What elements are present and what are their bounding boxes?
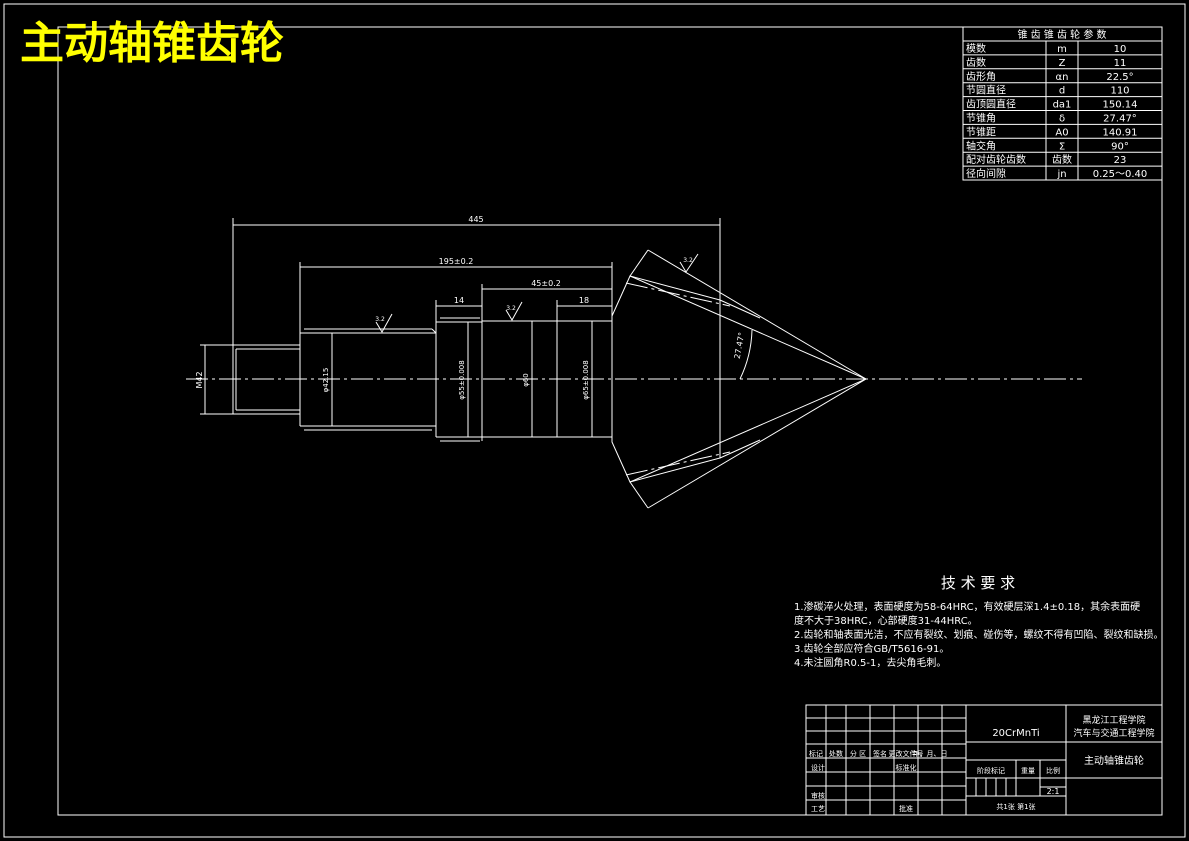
tech-item: 4.未注圆角R0.5-1，去尖角毛刺。 (794, 656, 946, 669)
param-cell: δ (1059, 114, 1065, 125)
tb-material: 20CrMnTi (992, 728, 1039, 739)
param-cell: d (1059, 86, 1065, 97)
title-block: 标记处数分 区更改文件号签名年、月、日设计标准化审核工艺批准 20CrMnTi … (805, 704, 1163, 816)
dim-18: 18 (579, 296, 589, 305)
param-cell: 0.25～0.40 (1093, 169, 1148, 180)
param-cell: Σ (1059, 141, 1065, 152)
dim-angle: 27.47° (733, 332, 747, 360)
dim-dia2: φ55±0.008 (458, 360, 466, 399)
roughness-3: 3.2 (683, 257, 693, 264)
param-cell: 径向间隙 (966, 167, 1006, 180)
dim-45: 45±0.2 (531, 279, 561, 288)
tb-sheets: 共1张 第1张 (996, 802, 1035, 811)
param-cell: 轴交角 (966, 139, 996, 152)
tech-item: 3.齿轮全部应符合GB/T5616-91。 (794, 642, 949, 655)
param-cell: 90° (1111, 141, 1129, 152)
bevel-gear (611, 249, 867, 509)
roughness-1: 3.2 (375, 316, 385, 323)
tech-heading: 技 术 要 求 (941, 574, 1015, 592)
dimensions: 445 195±0.2 45±0.2 14 18 M42 φ42.15 φ55±… (195, 215, 746, 437)
tb-label: 年、月、日 (913, 749, 948, 758)
param-cell: 齿数 (966, 56, 986, 69)
params-header: 锥 齿 锥 齿 轮 参 数 (1017, 28, 1106, 41)
param-cell: da1 (1053, 100, 1072, 111)
tb-scale: 2:1 (1047, 787, 1060, 796)
param-cell: 11 (1114, 58, 1127, 69)
param-cell: 23 (1114, 155, 1127, 166)
outer-frame (3, 3, 1186, 838)
tb-label: 标记 (809, 749, 823, 758)
tb-label: 更改文件号 (889, 749, 924, 758)
param-cell: 10 (1114, 44, 1127, 55)
param-cell: A0 (1055, 127, 1068, 138)
tb-label: 分 区 (850, 749, 866, 758)
param-cell: αn (1056, 72, 1069, 83)
param-cell: 齿顶圆直径 (966, 98, 1016, 111)
dim-14: 14 (454, 296, 464, 305)
dim-thread: M42 (195, 371, 204, 388)
shaft-outline (232, 316, 613, 442)
dim-dia3: φ60 (522, 373, 530, 387)
param-cell: 模数 (966, 42, 986, 55)
param-cell: Z (1059, 58, 1066, 69)
param-cell: 节圆直径 (966, 84, 1006, 97)
tb-part-name: 主动轴锥齿轮 (1084, 754, 1144, 767)
tech-item: 2.齿轮和轴表面光洁，不应有裂纹、划痕、碰伤等，螺纹不得有凹陷、裂纹和缺损。 (794, 628, 1164, 641)
tb-stage: 阶段标记 (977, 766, 1005, 775)
dim-overall: 445 (468, 215, 483, 224)
tech-requirements: 技 术 要 求 1.渗碳淬火处理，表面硬度为58-64HRC，有效硬层深1.4±… (794, 574, 1164, 669)
param-cell: m (1057, 44, 1067, 55)
inner-frame (57, 26, 1163, 816)
tb-label: 批准 (899, 804, 913, 813)
param-cell: 22.5° (1106, 72, 1133, 83)
param-cell: 节锥距 (966, 126, 996, 138)
tech-item: 度不大于38HRC，心部硬度31-44HRC。 (794, 614, 978, 627)
tb-school2: 汽车与交通工程学院 (1073, 727, 1154, 739)
param-cell: 110 (1110, 86, 1129, 97)
param-cell: 27.47° (1103, 114, 1137, 125)
param-cell: 齿形角 (966, 71, 996, 83)
param-cell: 150.14 (1103, 100, 1138, 111)
param-cell: 节锥角 (966, 113, 996, 125)
tb-label: 设计 (811, 763, 825, 772)
tb-school1: 黑龙江工程学院 (1082, 714, 1145, 726)
tb-label: 审核 (811, 791, 825, 800)
dim-dia4: φ65±0.008 (582, 360, 590, 399)
param-cell: 齿数 (1052, 153, 1072, 166)
drawing-title: 主动轴锥齿轮 (20, 18, 284, 69)
params-table: 锥 齿 锥 齿 轮 参 数 模数 m 10 齿数 Z 11 齿形角 αn 22.5° 节圆直径 d 1… (962, 26, 1163, 181)
param-cell: 配对齿轮齿数 (966, 153, 1026, 166)
tb-label: 工艺 (811, 805, 825, 813)
tb-label: 标准化 (896, 763, 917, 772)
param-cell: 140.91 (1103, 127, 1138, 138)
param-cell: jn (1056, 169, 1066, 180)
tb-scale-label: 比例 (1046, 766, 1060, 775)
angle-arc (739, 329, 753, 380)
tech-item: 1.渗碳淬火处理，表面硬度为58-64HRC，有效硬层深1.4±0.18，其余表… (794, 600, 1140, 613)
dim-dia1: φ42.15 (322, 368, 330, 393)
tb-weight: 重量 (1021, 767, 1035, 775)
roughness-2: 3.2 (506, 305, 516, 312)
dim-195: 195±0.2 (439, 257, 474, 266)
tb-label: 签名 (873, 749, 887, 758)
tb-label: 处数 (829, 749, 843, 758)
